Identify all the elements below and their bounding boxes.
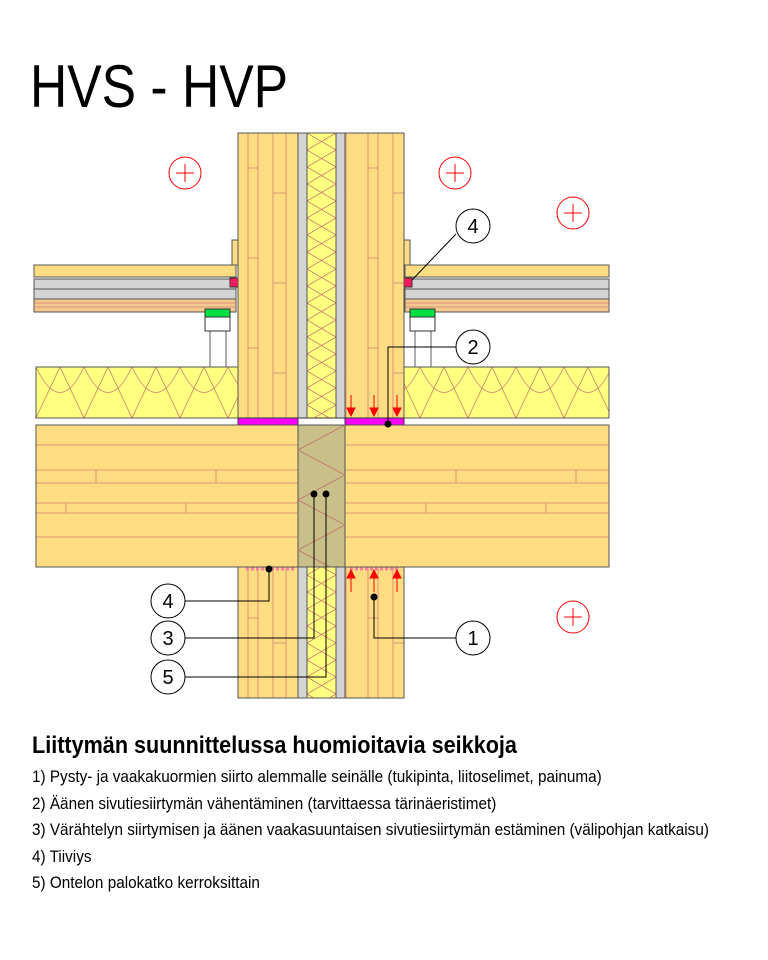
notes-heading: Liittymän suunnittelussa huomioitavia se… (32, 732, 517, 759)
note-item: 4) Tiiviys (32, 846, 92, 866)
floor-slab (35, 424, 610, 568)
note-item: 3) Värähtelyn siirtymisen ja äänen vaaka… (32, 820, 709, 839)
note-item: 5) Ontelon palokatko kerroksittain (32, 873, 260, 892)
callout-1: 1 (455, 620, 491, 656)
svg-text:1: 1 (467, 628, 478, 650)
svg-text:5: 5 (162, 667, 173, 689)
lower-wall (237, 566, 405, 699)
leader-lines (185, 233, 457, 678)
note-item: 1) Pysty- ja vaakakuormien siirto alemma… (32, 767, 602, 786)
insulation-left (35, 366, 239, 419)
svg-text:4: 4 (162, 591, 173, 613)
svg-text:2: 2 (467, 337, 478, 359)
floor-buildup-left (33, 239, 239, 418)
reference-markers (168, 156, 590, 634)
callout-4-bottom: 4 (150, 583, 186, 619)
design-notes: Liittymän suunnittelussa huomioitavia se… (32, 732, 709, 897)
floor-buildup-right (403, 239, 610, 418)
svg-text:3: 3 (162, 628, 173, 650)
callout-3: 3 (150, 620, 186, 656)
note-item: 2) Äänen sivutiesiirtymän vähentäminen (… (32, 793, 497, 813)
junction-detail-drawing: 4 2 4 3 5 1 (33, 132, 610, 699)
callout-5: 5 (150, 659, 186, 695)
callout-4-top: 4 (455, 208, 491, 244)
callout-2: 2 (455, 329, 491, 365)
drawing-title: HVS - HVP (30, 53, 289, 120)
upper-wall (237, 132, 405, 426)
svg-text:4: 4 (467, 216, 478, 238)
load-arrows (346, 395, 402, 592)
insulation-right (403, 366, 610, 419)
